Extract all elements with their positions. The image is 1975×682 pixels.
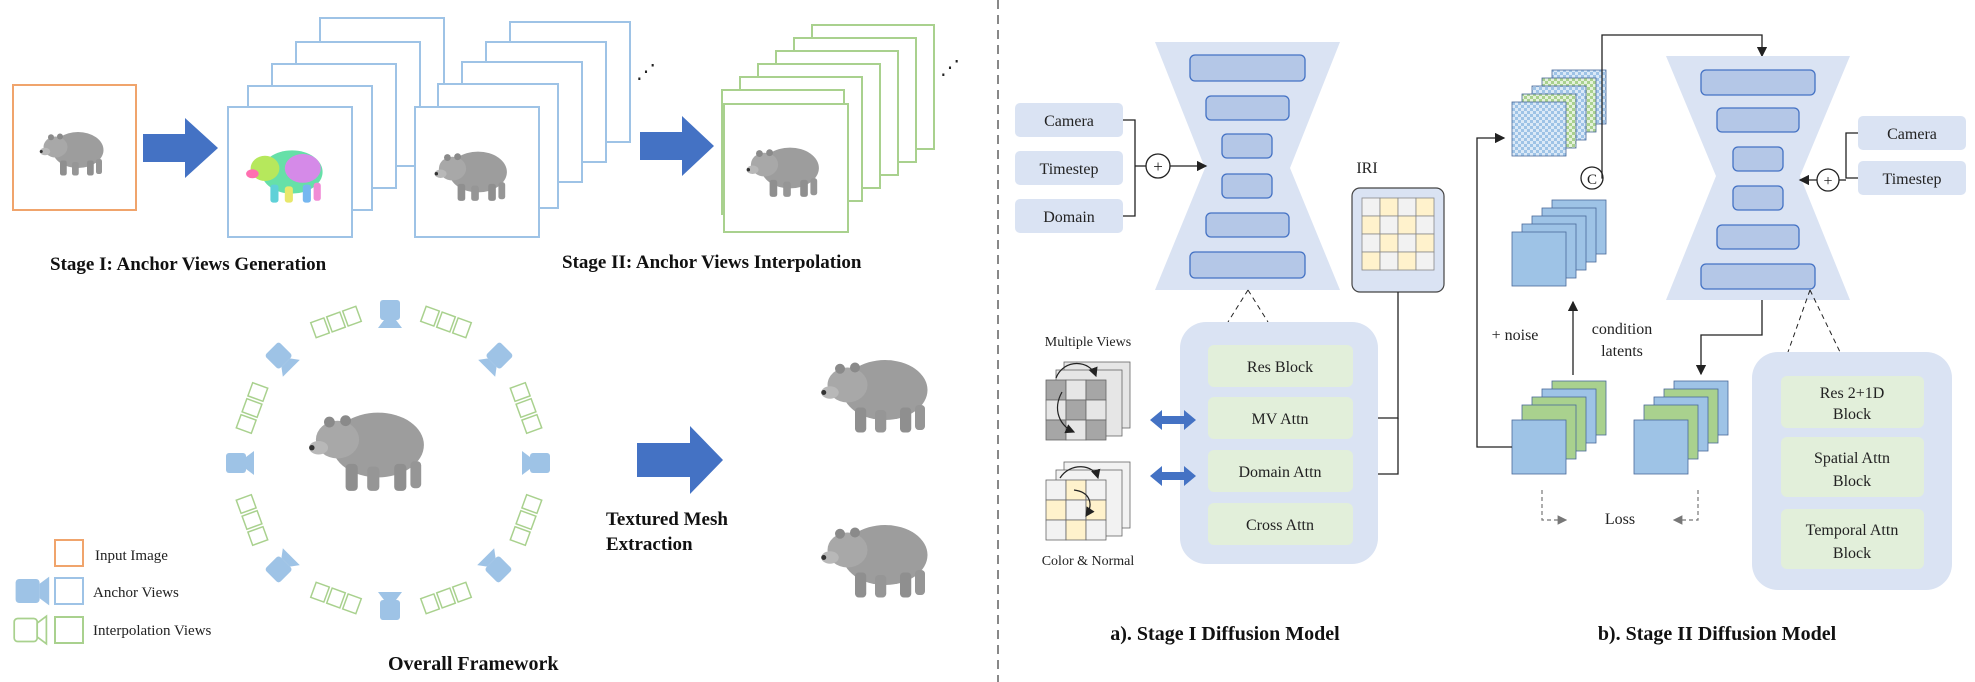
interp-camera-icon [13,615,48,645]
loss-arrow-left [1541,490,1568,525]
res21d-label-line2: Block [1833,406,1871,423]
textured-mesh-bear-2 [821,525,928,598]
spatial-attn-label-line1: Spatial Attn [1814,450,1890,467]
unet-blocks [1189,54,1306,279]
stage2-caption: b). Stage II Diffusion Model [1598,623,1837,645]
iri-label: IRI [1356,160,1377,177]
loss-label: Loss [1605,511,1635,528]
res-block-label: Res Block [1247,359,1313,376]
stage2-title: Stage II: Anchor Views Interpolation [562,252,862,273]
output-latent-stack [1633,380,1729,475]
noise-arrow [1476,132,1512,448]
stage1-blocks: Res Block MV Attn Domain Attn Cross Attn [1208,345,1353,545]
double-arrow [1150,410,1196,430]
concat-to-unet-arrow [1601,34,1768,179]
unet-blocks-2 [1700,69,1816,290]
condition-latent-stack [1511,199,1607,287]
cross-attn-label: Cross Attn [1246,517,1314,534]
camera-icon [226,451,254,475]
textured-mesh-bear [821,360,928,433]
legend-interp-label: Interpolation Views [93,623,212,639]
unet-hourglass [1155,42,1340,290]
camera-icon [263,340,300,377]
camera-icon [477,548,514,585]
camera-icon [478,340,515,377]
camera-icon [378,592,402,620]
center-bear-image [309,412,424,491]
noisy-latent-stack [1511,69,1607,157]
svg-text:+: + [1153,157,1163,176]
legend-anchor-label: Anchor Views [93,585,179,601]
condition-label-line2: latents [1601,343,1643,360]
loss-arrow-right [1672,490,1699,525]
input-latent-stack [1511,380,1607,475]
domain-attn-label: Domain Attn [1238,464,1321,481]
arrow-right-3 [637,426,723,494]
mv-attn-label: MV Attn [1251,411,1308,428]
spatial-attn-label-line2: Block [1833,473,1871,490]
temporal-attn-label-line2: Block [1833,545,1871,562]
stage2-blocks: Res 2+1D Block Spatial Attn Block Tempor… [1781,376,1924,569]
anchor-view-stack-2 [414,21,631,238]
anchor-view-stack [227,17,445,238]
concat-label: C [1587,172,1597,188]
stage1-input-camera: Camera [1044,113,1094,130]
arrow-right-2 [640,116,714,176]
noise-label: + noise [1492,327,1539,344]
legend: Input Image Anchor Views Interpolation V… [13,539,212,645]
stage1-caption: a). Stage I Diffusion Model [1110,623,1340,645]
multiple-views-grid [1045,361,1131,441]
stage2-inputs: Camera Timestep + [1798,116,1966,195]
arrow-right [143,118,218,178]
legend-input-label: Input Image [95,548,168,564]
condition-label-line1: condition [1592,321,1652,338]
camera-icon [522,451,550,475]
unet-hourglass-2 [1666,56,1850,300]
anchor-camera-icon [15,576,50,606]
unet-to-output-arrow [1695,300,1763,376]
res21d-label-line1: Res 2+1D [1820,385,1885,402]
interpolation-view-stack [721,24,935,233]
svg-text:+: + [1823,173,1832,190]
iri-grid [1351,187,1445,293]
temporal-attn-label-line1: Temporal Attn [1806,522,1899,539]
stage1-title: Stage I: Anchor Views Generation [50,254,327,275]
mesh-label-line2: Extraction [606,534,693,555]
stage1-input-domain: Domain [1043,209,1095,226]
camera-ring [226,300,550,620]
double-arrow-2 [1150,466,1196,486]
color-normal-label: Color & Normal [1042,554,1135,569]
stage1-input-timestep: Timestep [1040,161,1099,178]
overall-title: Overall Framework [388,653,559,675]
stage2-input-camera: Camera [1887,126,1937,143]
ellipsis: ⋰ [636,61,656,83]
camera-icon [378,300,402,328]
stage2-input-timestep: Timestep [1883,171,1942,188]
ellipsis-2: ⋰ [940,57,960,79]
multiple-views-label: Multiple Views [1045,335,1131,350]
mesh-label-line1: Textured Mesh [606,509,728,530]
camera-icon [263,548,300,585]
color-normal-grid [1045,461,1131,541]
stage1-inputs: Camera Timestep Domain + [1015,103,1208,233]
